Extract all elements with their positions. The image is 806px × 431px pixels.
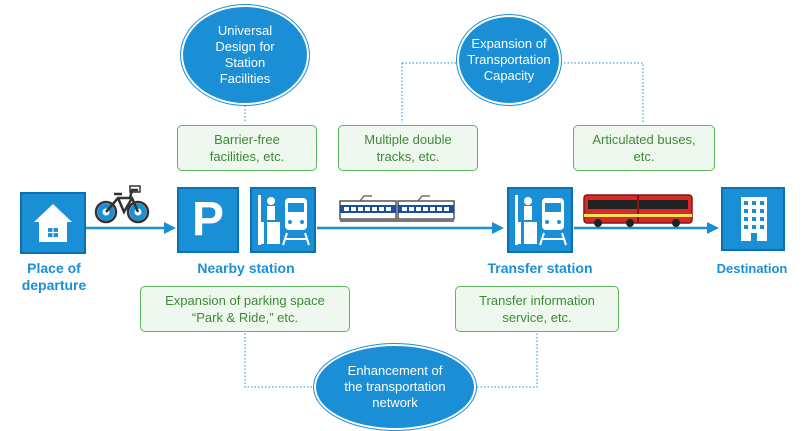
connector-network-left [244,330,315,388]
connector-capacity-right [557,62,644,123]
parking-tile: P [177,187,239,253]
connector-network-right [471,330,538,388]
flow-arrows [86,222,719,234]
station-icon [515,195,567,246]
train-icon [339,195,455,222]
label-destination: Destination [716,261,788,276]
building-icon [741,197,767,241]
station-tile-transfer [507,187,573,253]
building-tile [721,187,785,251]
ellipse-transportation-capacity: Expansion of Transportation Capacity [457,15,561,105]
ellipse-network-enhancement: Enhancement of the transportation networ… [314,344,476,430]
house-icon [34,204,72,242]
bicycle-icon [94,185,150,224]
label-place-of-departure: Place of departure [21,260,87,293]
box-parking-expansion: Expansion of parking space “Park & Ride,… [140,286,350,332]
articulated-bus-icon [583,194,693,227]
label-transfer-station: Transfer station [487,260,593,276]
ellipse-universal-design: Universal Design for Station Facilities [181,5,309,105]
box-double-tracks: Multiple double tracks, etc. [338,125,478,171]
parking-letter: P [191,193,224,246]
label-nearby-station: Nearby station [197,260,295,276]
station-icon [258,195,310,246]
box-barrier-free: Barrier-free facilities, etc. [177,125,317,171]
box-articulated-buses: Articulated buses, etc. [573,125,715,171]
house-tile [20,192,86,254]
station-tile-nearby [250,187,316,253]
box-transfer-info: Transfer information service, etc. [455,286,619,332]
